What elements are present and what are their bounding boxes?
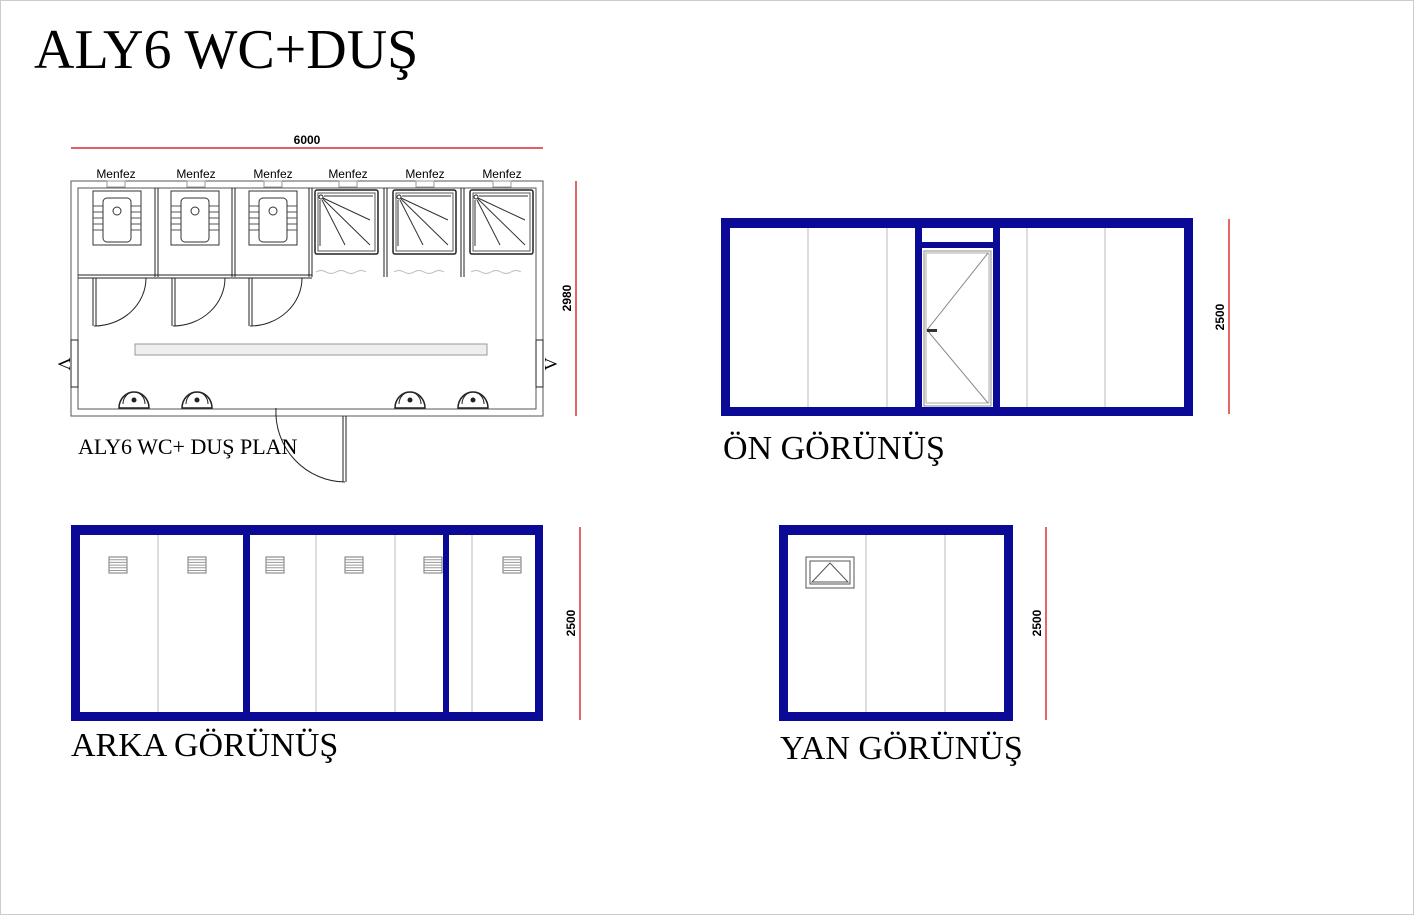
drain-wave: [470, 270, 522, 274]
section-mark-left: V: [54, 358, 74, 371]
vent-label: Menfez: [176, 167, 215, 181]
sheet-title: ALY6 WC+DUŞ: [34, 19, 418, 81]
vent-icon: [106, 180, 126, 188]
louver-vent-icon: [187, 556, 207, 574]
wc-door: [171, 277, 226, 327]
shower-tray-icon: [314, 189, 379, 274]
vent-label: Menfez: [96, 167, 135, 181]
louver-vent-icon: [265, 556, 285, 574]
wc-door: [92, 277, 147, 327]
door-transom: [921, 242, 994, 248]
washbasin-icon: [457, 391, 489, 409]
height-dimension-label: 2500: [1030, 609, 1044, 636]
depth-dimension-label: 2980: [560, 284, 574, 311]
right-side-window: [535, 339, 544, 388]
louver-vent-icon: [108, 556, 128, 574]
louver-vent-icon: [344, 556, 364, 574]
wc-partitions: [78, 188, 313, 279]
drain-wave: [393, 270, 445, 274]
shower-tray-icon: [392, 189, 457, 274]
door-post-right: [993, 228, 1000, 407]
left-side-window: [70, 339, 79, 388]
rear-post: [243, 535, 250, 712]
vent-label: Menfez: [328, 167, 367, 181]
floor-drain-grate: [134, 343, 488, 356]
drain-wave: [315, 270, 367, 274]
door-handle-icon: [927, 329, 937, 332]
side-caption: YAN GÖRÜNÜŞ: [780, 730, 1023, 767]
plan-caption: ALY6 WC+ DUŞ PLAN: [78, 434, 298, 459]
washbasin-icon: [118, 391, 150, 409]
height-dimension-label: 2500: [1213, 303, 1227, 330]
front-door: [923, 250, 992, 407]
width-dimension-label: 6000: [294, 133, 321, 147]
wc-door: [248, 277, 303, 327]
section-mark-right: V: [541, 358, 561, 371]
louver-vent-icon: [423, 556, 443, 574]
side-infill: [788, 535, 1004, 712]
plan-outer-wall: [70, 180, 544, 417]
squat-toilet-icon: [170, 190, 220, 246]
shower-partitions: [383, 188, 465, 277]
floor-plan: 6000 2980 Menfez Menfez Menfez Menfez Menfez…: [54, 133, 577, 483]
front-caption: ÖN GÖRÜNÜŞ: [723, 430, 945, 467]
vent-icon: [415, 180, 435, 188]
vent-icon: [338, 180, 358, 188]
side-elevation: 2500 YAN GÖRÜNÜŞ: [779, 525, 1047, 767]
front-elevation: 2500 ÖN GÖRÜNÜŞ: [721, 218, 1230, 467]
main-entrance-door: [275, 407, 347, 483]
front-infill: [730, 228, 1184, 407]
rear-infill: [80, 535, 535, 712]
vent-icon: [492, 180, 512, 188]
vent-icon: [186, 180, 206, 188]
washbasin-icon: [181, 391, 213, 409]
rear-elevation: 2500 ARKA GÖRÜNÜŞ: [71, 525, 581, 764]
vent-icon: [263, 180, 283, 188]
vent-label: Menfez: [253, 167, 292, 181]
squat-toilet-icon: [92, 190, 142, 246]
height-dimension-label: 2500: [564, 609, 578, 636]
plan-inner-wall: [77, 187, 537, 410]
vent-label: Menfez: [482, 167, 521, 181]
squat-toilet-icon: [248, 190, 298, 246]
vent-label: Menfez: [405, 167, 444, 181]
rear-caption: ARKA GÖRÜNÜŞ: [71, 727, 338, 764]
side-window: [805, 556, 855, 589]
rear-post: [443, 535, 449, 712]
louver-vent-icon: [502, 556, 522, 574]
washbasin-icon: [394, 391, 426, 409]
door-post-left: [915, 228, 922, 407]
shower-tray-icon: [469, 189, 534, 274]
